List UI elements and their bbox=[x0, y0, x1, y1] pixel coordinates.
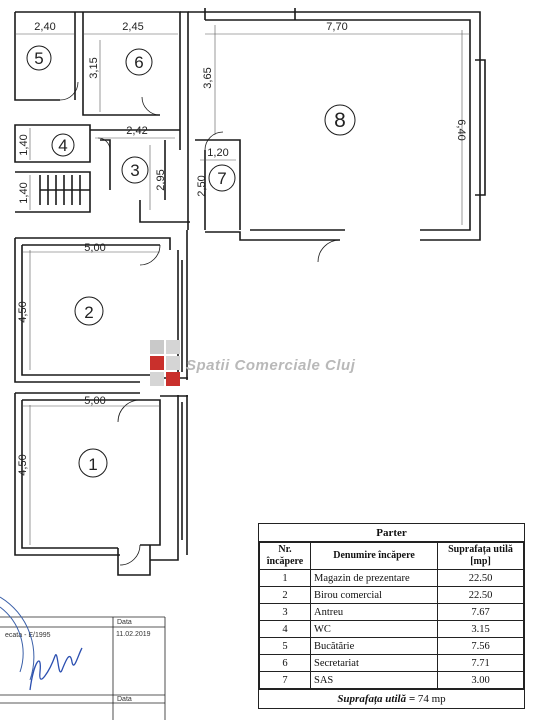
dim-3-15: 3,15 bbox=[88, 57, 100, 78]
table-row: 6 Secretariat 7.71 bbox=[259, 654, 524, 672]
header-nr: Nr. încăpere bbox=[259, 542, 311, 570]
data-label-2: Data bbox=[117, 696, 132, 703]
room-6-marker bbox=[125, 48, 153, 76]
legend-header-row: Nr. încăpere Denumire încăpere Suprafața… bbox=[259, 542, 524, 570]
legend-title: Parter bbox=[259, 524, 524, 542]
dim-4-50-upper: 4,50 bbox=[17, 301, 29, 322]
total-area: Suprafața utilă = 74 mp bbox=[259, 689, 524, 708]
signature bbox=[29, 647, 83, 691]
dim-7-70: 7,70 bbox=[326, 21, 347, 33]
room-3-marker bbox=[121, 156, 149, 184]
dim-2-40: 2,40 bbox=[34, 21, 55, 33]
room-4-marker bbox=[51, 133, 75, 157]
data-label: Data bbox=[117, 619, 132, 626]
room-7-number: 7 bbox=[217, 169, 226, 188]
cell-name: Antreu bbox=[310, 603, 438, 621]
table-row: 4 WC 3.15 bbox=[259, 620, 524, 638]
room-8-number: 8 bbox=[334, 109, 346, 132]
cell-name: WC bbox=[310, 620, 438, 638]
cell-area: 22.50 bbox=[437, 569, 524, 587]
data-date: 11.02.2019 bbox=[116, 631, 151, 638]
cell-area: 7.56 bbox=[437, 637, 524, 655]
room-5-marker bbox=[26, 45, 52, 71]
room-legend-table: Parter Nr. încăpere Denumire încăpere Su… bbox=[258, 523, 525, 709]
dim-4-50-lower: 4,50 bbox=[17, 454, 29, 475]
dim-5-00-lower: 5,00 bbox=[84, 395, 105, 407]
cell-nr: 2 bbox=[259, 586, 311, 604]
total-value: 74 mp bbox=[417, 693, 446, 705]
dim-1-40-upper: 1,40 bbox=[18, 134, 30, 155]
watermark-logo bbox=[150, 340, 180, 386]
cell-nr: 4 bbox=[259, 620, 311, 638]
stamp-seal bbox=[0, 596, 35, 681]
cell-area: 7.67 bbox=[437, 603, 524, 621]
cell-nr: 3 bbox=[259, 603, 311, 621]
room-1-marker bbox=[78, 448, 108, 478]
cell-name: Magazin de prezentare bbox=[310, 569, 438, 587]
dim-5-00-upper: 5,00 bbox=[84, 242, 105, 254]
legend-grid: Nr. încăpere Denumire încăpere Suprafața… bbox=[259, 542, 524, 689]
cell-nr: 6 bbox=[259, 654, 311, 672]
dim-1-20: 1,20 bbox=[207, 147, 228, 159]
room-4-number: 4 bbox=[58, 136, 67, 155]
table-row: 2 Birou comercial 22.50 bbox=[259, 586, 524, 604]
cell-name: SAS bbox=[310, 671, 438, 689]
room-3-number: 3 bbox=[130, 161, 139, 180]
dim-2-45: 2,45 bbox=[122, 21, 143, 33]
table-row: 7 SAS 3.00 bbox=[259, 671, 524, 689]
cell-area: 3.15 bbox=[437, 620, 524, 638]
header-name: Denumire încăpere bbox=[310, 542, 438, 570]
room-6-number: 6 bbox=[134, 53, 143, 72]
title-block: Data 11.02.2019 Data ecata - E/1995 bbox=[0, 616, 166, 720]
cell-name: Secretariat bbox=[310, 654, 438, 672]
cell-name: Bucătărie bbox=[310, 637, 438, 655]
dim-2-50: 2,50 bbox=[196, 175, 208, 196]
table-row: 1 Magazin de prezentare 22.50 bbox=[259, 569, 524, 587]
cell-nr: 1 bbox=[259, 569, 311, 587]
dim-6-40: 6,40 bbox=[455, 119, 467, 140]
cell-area: 22.50 bbox=[437, 586, 524, 604]
header-area: Suprafața utilă [mp] bbox=[437, 542, 524, 570]
dim-1-40-lower: 1,40 bbox=[18, 182, 30, 203]
table-row: 3 Antreu 7.67 bbox=[259, 603, 524, 621]
cell-area: 3.00 bbox=[437, 671, 524, 689]
ref-text: ecata - E/1995 bbox=[5, 632, 51, 639]
room-2-number: 2 bbox=[84, 303, 93, 322]
cell-area: 7.71 bbox=[437, 654, 524, 672]
dim-2-95: 2,95 bbox=[155, 169, 167, 190]
table-row: 5 Bucătărie 7.56 bbox=[259, 637, 524, 655]
room-1-number: 1 bbox=[88, 455, 97, 474]
watermark-text: Spatii Comerciale Cluj bbox=[186, 357, 356, 374]
cell-nr: 7 bbox=[259, 671, 311, 689]
dim-2-42: 2,42 bbox=[126, 125, 147, 137]
room-2-marker bbox=[74, 296, 104, 326]
cell-name: Birou comercial bbox=[310, 586, 438, 604]
total-label: Suprafața utilă = bbox=[337, 693, 416, 705]
room-5-number: 5 bbox=[34, 49, 43, 68]
dim-3-65: 3,65 bbox=[202, 67, 214, 88]
room-8-marker bbox=[324, 104, 356, 136]
cell-nr: 5 bbox=[259, 637, 311, 655]
room-7-marker bbox=[208, 164, 236, 192]
